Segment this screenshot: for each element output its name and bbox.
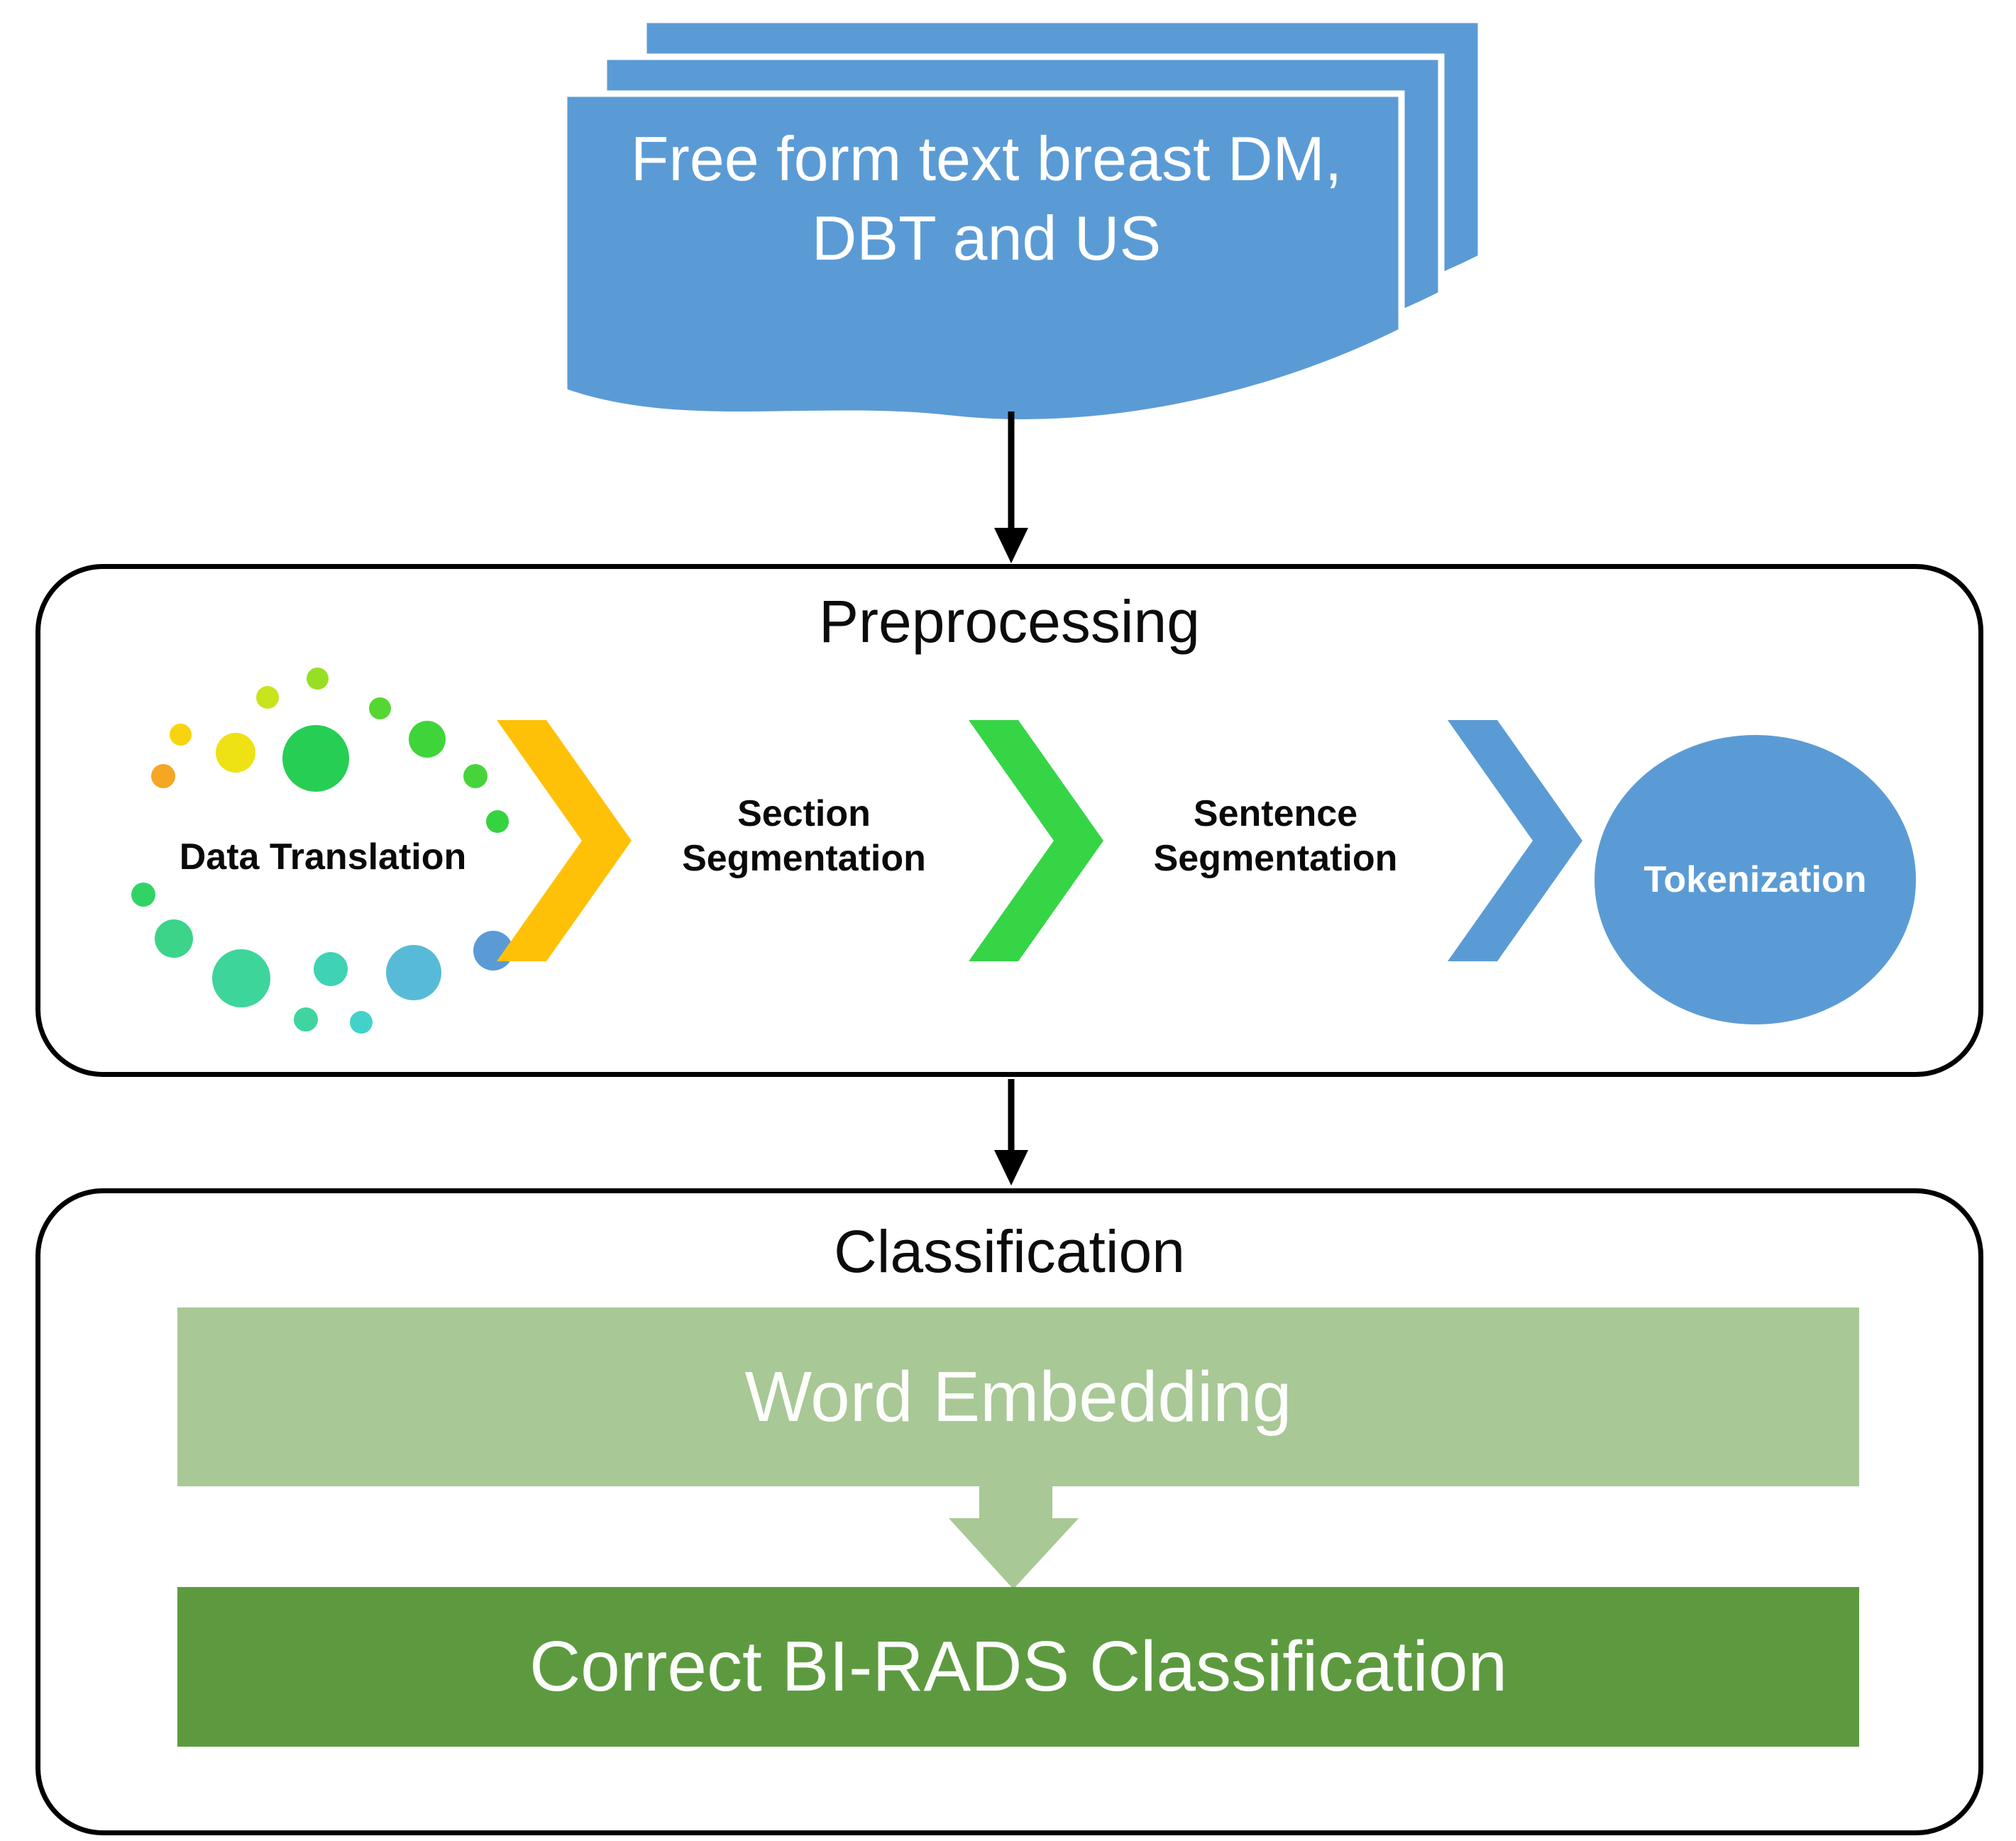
correct-birads-label: Correct BI-RADS Classification — [529, 1627, 1508, 1706]
chevron-right-icon-gold — [497, 720, 632, 961]
arrow-head-icon — [994, 528, 1028, 563]
word-embedding-bar: Word Embedding — [177, 1308, 1859, 1486]
chevron-shape — [1448, 720, 1582, 961]
data-translation-dot — [307, 668, 329, 690]
data-translation-dot — [170, 724, 192, 746]
arrow-doc-to-preprocessing — [994, 411, 1028, 563]
down-block-arrow-shape — [949, 1484, 1079, 1589]
section-segmentation-label: Section Segmentation — [632, 792, 976, 881]
data-translation-dot — [294, 1007, 318, 1032]
sentence-segmentation-line2: Segmentation — [1153, 838, 1398, 879]
data-translation-dot — [369, 697, 391, 719]
chevron-right-icon-blue — [1448, 720, 1582, 961]
data-translation-dot — [212, 949, 270, 1007]
chevron-right-icon-green — [969, 720, 1103, 961]
data-translation-dot — [409, 721, 446, 758]
tokenization-circle: Tokenization — [1594, 735, 1916, 1024]
sentence-segmentation-line1: Sentence — [1193, 793, 1358, 834]
preprocessing-title: Preprocessing — [819, 588, 1200, 655]
chevron-shape — [497, 720, 632, 961]
data-translation-dot — [314, 952, 348, 986]
data-translation-dot — [486, 810, 509, 833]
correct-birads-bar: Correct BI-RADS Classification — [177, 1587, 1859, 1747]
data-translation-label: Data Translation — [179, 836, 467, 878]
data-translation-dot — [131, 883, 155, 907]
document-label-line1: Free form text breast DM, — [630, 123, 1343, 194]
section-segmentation-line2: Segmentation — [682, 838, 926, 879]
data-translation-dot — [151, 764, 175, 788]
section-segmentation-line1: Section — [737, 793, 871, 834]
data-translation-dot — [386, 945, 441, 1000]
data-translation-dot — [216, 733, 255, 773]
word-embedding-label: Word Embedding — [744, 1356, 1292, 1437]
tokenization-label: Tokenization — [1643, 859, 1867, 900]
document-stack-icon — [564, 18, 1485, 426]
arrow-preprocessing-to-classification — [994, 1079, 1028, 1185]
data-translation-dot — [282, 725, 349, 792]
chevron-shape — [969, 720, 1103, 961]
document-stack-label: Free form text breast DM, DBT and US — [568, 119, 1405, 278]
data-translation-dot — [350, 1011, 373, 1034]
data-translation-dot — [256, 686, 279, 709]
sentence-segmentation-label: Sentence Segmentation — [1103, 792, 1448, 881]
arrow-head-icon — [994, 1150, 1028, 1185]
document-label-line2: DBT and US — [811, 203, 1162, 273]
data-translation-icon: Data Translation — [114, 642, 532, 1054]
classification-title: Classification — [834, 1218, 1185, 1285]
down-block-arrow-icon — [949, 1484, 1079, 1589]
document-front-sheet — [564, 90, 1405, 426]
data-translation-dot — [463, 764, 488, 788]
data-translation-dot — [155, 919, 193, 958]
